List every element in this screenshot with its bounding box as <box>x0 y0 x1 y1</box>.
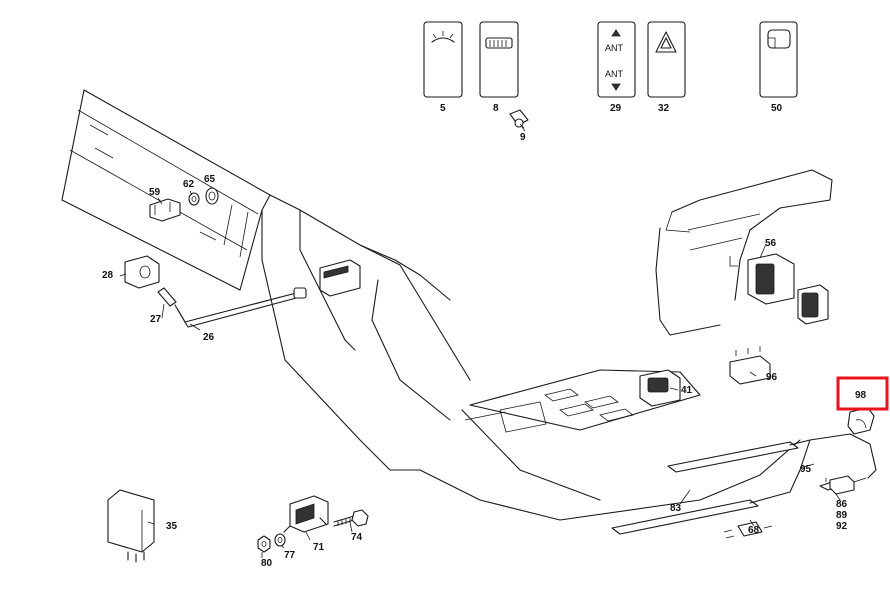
callout-50[interactable]: 50 <box>771 103 783 114</box>
callout-86[interactable]: 86 <box>836 499 848 510</box>
callout-62[interactable]: 62 <box>183 179 195 190</box>
switch-29-antenna[interactable]: ANT ANT <box>597 21 636 98</box>
connector-27[interactable] <box>157 287 177 307</box>
plug-68[interactable] <box>723 521 773 539</box>
callout-labels: 5 8 9 29 32 50 59 62 65 28 27 26 56 96 4… <box>102 103 889 569</box>
callout-71[interactable]: 71 <box>313 542 325 553</box>
switch-50[interactable] <box>759 21 798 98</box>
cable-26[interactable] <box>174 287 307 328</box>
washer-62[interactable] <box>188 192 200 206</box>
relay-35[interactable] <box>107 489 155 563</box>
switch-41[interactable] <box>639 369 681 407</box>
rod-83[interactable] <box>611 433 877 535</box>
switch-housing-56[interactable] <box>729 253 829 325</box>
callout-83[interactable]: 83 <box>670 503 682 514</box>
callout-95[interactable]: 95 <box>800 464 812 475</box>
nut-65[interactable] <box>205 187 219 205</box>
connector-86[interactable] <box>829 475 867 495</box>
dashboard-outline <box>61 89 833 521</box>
callout-68[interactable]: 68 <box>748 525 760 536</box>
bulb-9[interactable] <box>509 109 529 132</box>
bolt-74[interactable] <box>333 509 369 527</box>
switch-32-hazard[interactable] <box>647 21 686 98</box>
bracket-71[interactable] <box>283 495 329 533</box>
callout-26[interactable]: 26 <box>203 332 215 343</box>
callout-77[interactable]: 77 <box>284 550 296 561</box>
callout-96[interactable]: 96 <box>766 372 778 383</box>
callout-92[interactable]: 92 <box>836 521 848 532</box>
switch-5[interactable] <box>423 21 463 98</box>
callout-59[interactable]: 59 <box>149 187 161 198</box>
leader-lines <box>119 123 841 558</box>
ant-up-label: ANT <box>605 43 624 53</box>
callout-32[interactable]: 32 <box>658 103 670 114</box>
callout-8[interactable]: 8 <box>493 103 499 114</box>
callout-74[interactable]: 74 <box>351 532 363 543</box>
bracket-28[interactable] <box>124 255 160 289</box>
callout-98[interactable]: 98 <box>855 390 867 401</box>
nut-80[interactable] <box>257 535 271 553</box>
callout-27[interactable]: 27 <box>150 314 162 325</box>
callout-41[interactable]: 41 <box>681 385 693 396</box>
callout-28[interactable]: 28 <box>102 270 114 281</box>
washer-77[interactable] <box>274 533 286 547</box>
callout-29[interactable]: 29 <box>610 103 622 114</box>
callout-89[interactable]: 89 <box>836 510 848 521</box>
callout-9[interactable]: 9 <box>520 132 526 143</box>
switch-8[interactable] <box>479 21 519 98</box>
ant-down-label: ANT <box>605 69 624 79</box>
clip-98[interactable] <box>847 407 875 435</box>
callout-80[interactable]: 80 <box>261 558 273 569</box>
callout-56[interactable]: 56 <box>765 238 777 249</box>
dash-switch-connector <box>319 259 361 297</box>
callout-5[interactable]: 5 <box>440 103 446 114</box>
callout-98-highlight[interactable]: 98 <box>836 376 889 411</box>
switch-59[interactable] <box>149 198 181 222</box>
clip-96[interactable] <box>729 346 771 385</box>
callout-65[interactable]: 65 <box>204 174 216 185</box>
callout-35[interactable]: 35 <box>166 521 178 532</box>
